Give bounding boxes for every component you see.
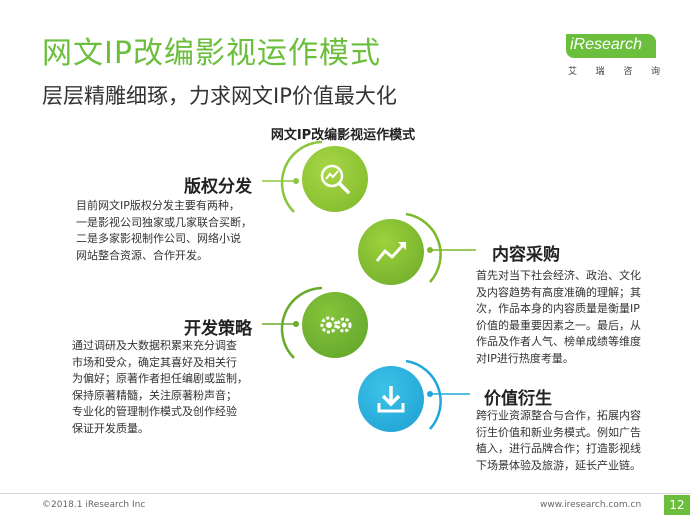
text-line: 目前网文IP版权分发主要有两种，	[76, 199, 240, 212]
text-line: 衍生价值和新业务模式。例如广告	[476, 425, 641, 439]
text-line: 二是多家影视制作公司、网络小说	[76, 232, 241, 245]
arc-step-4	[405, 359, 442, 430]
text-line: 价值的最重要因素之一。最后，从	[476, 318, 641, 332]
step-2-description: 首先对当下社会经济、政治、文化 及内容趋势有高度准确的理解；其 次，作品本身的内…	[476, 268, 641, 367]
arc-step-2	[405, 212, 442, 283]
logo-char: 瑞	[595, 67, 605, 77]
trend-up-icon	[375, 242, 406, 262]
logo-char: 询	[650, 67, 660, 77]
text-line: 首先对当下社会经济、政治、文化	[476, 269, 641, 282]
text-line: 市场和受众，确定其喜好及相关行	[72, 355, 237, 369]
text-line: 及内容趋势有高度准确的理解；其	[476, 285, 641, 299]
iresearch-logo: iResearch 艾 瑞 咨 询	[566, 34, 662, 84]
arc-step-1	[280, 140, 323, 213]
text-line: 次，作品本身的内容质量是衡量IP	[476, 302, 640, 315]
step-1-heading: 版权分发	[184, 177, 252, 197]
footer-website[interactable]: www.iresearch.com.cn	[540, 500, 642, 510]
step-1-description: 目前网文IP版权分发主要有两种， 一是影视公司独家或几家联合买断， 二是多家影视…	[76, 198, 252, 264]
page-title: 网文IP改编影视运作模式	[42, 36, 381, 71]
text-line: 专业化的管理制作模式及创作经验	[72, 405, 237, 418]
logo-char: 艾	[568, 67, 578, 77]
text-line: 一是影视公司独家或几家联合买断，	[76, 215, 252, 229]
step-2-heading: 内容采购	[492, 245, 560, 265]
step-4-description: 跨行业资源整合与合作，拓展内容 衍生价值和新业务模式。例如广告 植入，进行品牌合…	[476, 408, 641, 474]
page-subtitle: 层层精雕细琢，力求网文IP价值最大化	[42, 84, 397, 108]
step-2-circle	[358, 219, 424, 285]
step-4-heading: 价值衍生	[484, 389, 552, 409]
logo-badge: iResearch	[566, 34, 656, 58]
page-number: 12	[664, 495, 690, 515]
text-line: 网站整合资源、合作开发。	[76, 248, 208, 262]
text-line: 保持原著精髓，关注原著粉声音；	[72, 388, 237, 402]
download-icon	[377, 386, 405, 413]
dot-step-3	[293, 321, 299, 327]
footer-copyright: ©2018.1 iResearch Inc	[42, 500, 146, 510]
gears-icon	[320, 316, 352, 334]
text-line: 保证开发质量。	[72, 421, 149, 435]
text-line: 跨行业资源整合与合作，拓展内容	[476, 409, 641, 422]
text-line: 对IP进行热度考量。	[476, 351, 574, 365]
dot-step-2	[427, 247, 433, 253]
diagram-title: 网文IP改编影视运作模式	[270, 128, 416, 143]
step-4-circle	[358, 366, 424, 432]
arc-step-3	[280, 286, 323, 359]
logo-char: 咨	[623, 67, 633, 77]
step-3-circle	[302, 292, 368, 358]
step-3-description: 通过调研及大数据积累来充分调查 市场和受众，确定其喜好及相关行 为偏好；原著作者…	[72, 338, 248, 437]
step-3-heading: 开发策略	[184, 319, 252, 339]
footer-divider	[0, 493, 690, 494]
dot-step-4	[427, 391, 433, 397]
text-line: 作品及作者人气、榜单成绩等维度	[476, 335, 641, 348]
logo-chinese: 艾 瑞 咨 询	[568, 64, 660, 77]
text-line: 植入，进行品牌合作；打造影视线	[476, 442, 641, 455]
text-line: 为偏好；原著作者担任编剧或监制，	[72, 372, 248, 385]
dot-step-1	[293, 178, 299, 184]
magnifier-chart-icon	[320, 164, 350, 194]
step-1-circle	[302, 146, 368, 212]
logo-brand: iResearch	[570, 36, 643, 53]
text-line: 下场景体验及旅游，延长产业链。	[476, 458, 641, 472]
text-line: 通过调研及大数据积累来充分调查	[72, 339, 237, 352]
